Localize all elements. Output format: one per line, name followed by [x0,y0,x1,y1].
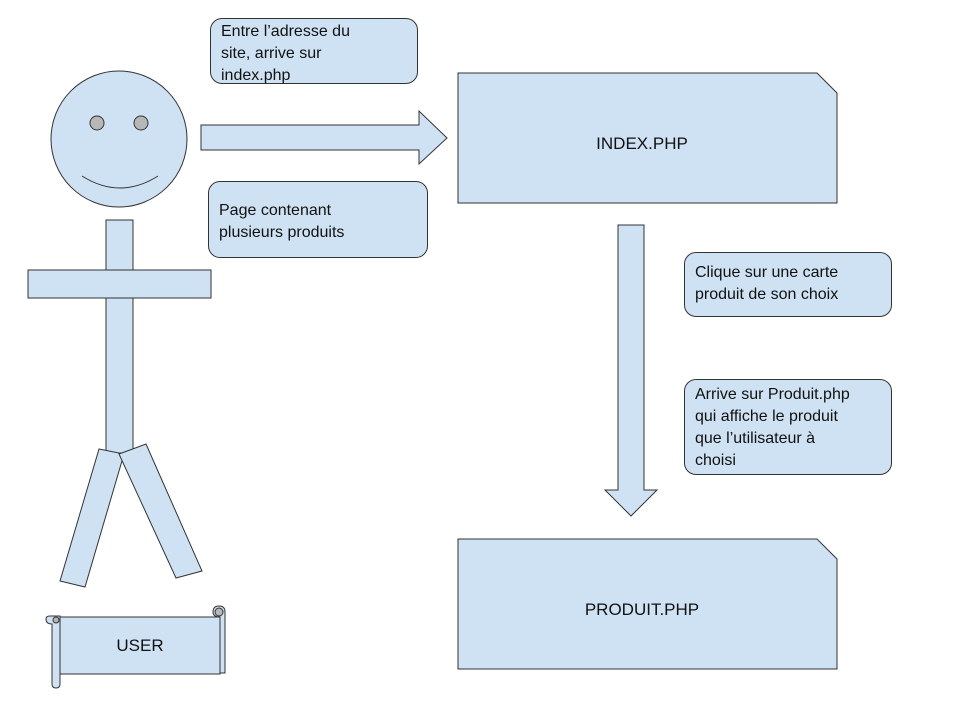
arrow-to-index [200,109,448,166]
produit-page-label: PRODUIT.PHP [585,600,699,619]
note-enter-site: Entre l’adresse du site, arrive sur inde… [210,18,418,84]
user-right-leg [118,443,203,579]
user-arms [27,269,212,299]
note-click-card: Clique sur une carte produit de son choi… [684,252,892,317]
user-scroll [45,605,226,689]
index-page-shape [457,72,838,204]
index-page-label: INDEX.PHP [596,134,688,153]
note-arrive-produit: Arrive sur Produit.php qui affiche le pr… [684,379,892,475]
arrow-to-produit [603,224,659,517]
user-label: USER [116,636,163,655]
user-torso [105,219,134,454]
user-left-eye [89,115,105,131]
user-smile [81,175,159,189]
user-right-eye [133,115,149,131]
user-head [50,70,188,208]
user-stick-figure [27,70,212,588]
produit-page-shape [457,538,838,670]
user-left-leg [59,448,125,588]
note-page-products: Page contenant plusieurs produits [208,181,428,258]
